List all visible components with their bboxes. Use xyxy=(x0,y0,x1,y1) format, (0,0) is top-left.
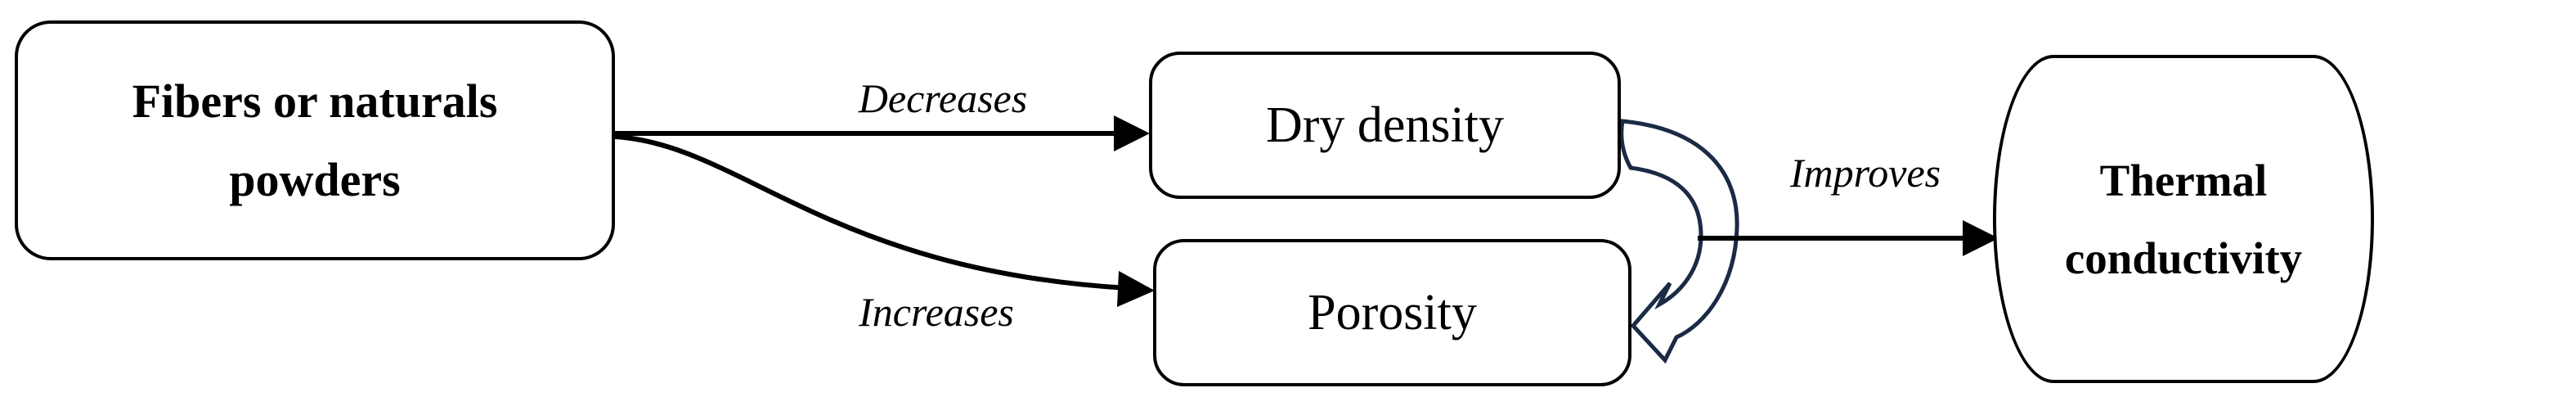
edge-label-increases: Increases xyxy=(859,289,1014,335)
node-thermal-conductivity-line1: Thermal xyxy=(2099,155,2268,205)
node-thermal-conductivity-line2: conductivity xyxy=(2064,232,2303,283)
node-porosity: Porosity xyxy=(1153,239,1631,386)
increases-arrow-curve xyxy=(614,134,1128,291)
improves-arrow xyxy=(1698,220,1999,256)
node-porosity-label: Porosity xyxy=(1308,285,1477,341)
node-dry-density-label: Dry density xyxy=(1265,97,1505,153)
density-porosity-curved-arrow xyxy=(1619,119,1739,364)
node-dry-density: Dry density xyxy=(1149,52,1621,199)
node-fibers-powders-line2: powders xyxy=(229,152,401,206)
node-thermal-conductivity: Thermal conductivity xyxy=(1993,55,2374,383)
decreases-arrow xyxy=(615,115,1150,151)
improves-arrowhead xyxy=(1963,220,1999,256)
decreases-arrowhead xyxy=(1114,115,1150,151)
increases-arrow xyxy=(614,134,1155,307)
increases-arrowhead xyxy=(1117,271,1155,307)
node-fibers-powders-line1: Fibers or naturals xyxy=(132,74,498,128)
node-fibers-powders: Fibers or naturals powders xyxy=(15,20,615,260)
edge-label-improves: Improves xyxy=(1789,150,1941,196)
edge-label-decreases: Decreases xyxy=(858,75,1028,121)
